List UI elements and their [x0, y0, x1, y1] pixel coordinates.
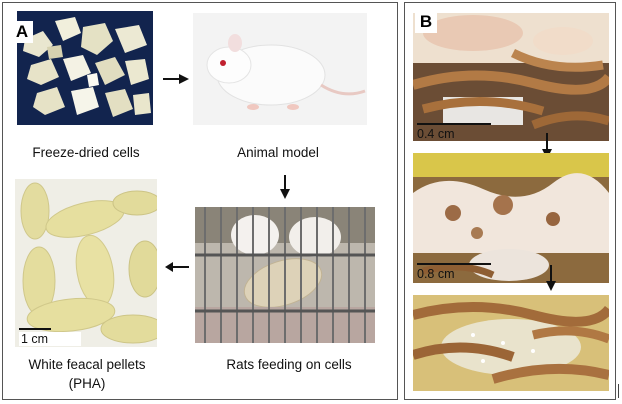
caption-feacal-pellets-line1: White feacal pellets — [28, 357, 146, 372]
scale-bar-mid — [417, 263, 491, 265]
animal-model-photo — [193, 13, 367, 125]
panel-a: A Freeze-dried cells Animal model — [2, 2, 398, 400]
panel-a-label: A — [11, 21, 33, 43]
divider-mark — [618, 384, 619, 398]
freeze-dried-cells-photo — [17, 11, 153, 125]
arrow-right-icon — [163, 74, 189, 84]
panel-b-label: B — [415, 11, 437, 33]
arrow-down-icon-b2 — [546, 265, 556, 291]
scale-bar-top — [417, 123, 491, 125]
caption-feacal-pellets-line2: (PHA) — [68, 376, 106, 391]
mealworms-photo-bottom — [413, 295, 609, 391]
panel-b: B 0.4 cm 0.8 cm — [404, 2, 616, 400]
scale-label-1cm: 1 cm — [19, 332, 81, 346]
mealworms-photo-top — [413, 13, 609, 141]
scale-label-0-4cm: 0.4 cm — [417, 127, 455, 141]
arrow-down-icon — [280, 175, 290, 199]
arrow-left-icon — [165, 262, 189, 272]
feacal-pellets-photo — [15, 179, 157, 347]
scale-label-0-8cm: 0.8 cm — [417, 267, 455, 281]
mealworms-photo-middle — [413, 153, 609, 283]
scale-bar — [19, 328, 51, 330]
caption-rats-feeding: Rats feeding on cells — [226, 357, 352, 372]
rats-feeding-photo — [195, 207, 375, 343]
caption-animal-model: Animal model — [237, 145, 319, 160]
caption-feacal-pellets: White feacal pellets (PHA) — [7, 355, 167, 393]
caption-freeze-dried-cells: Freeze-dried cells — [32, 145, 140, 160]
